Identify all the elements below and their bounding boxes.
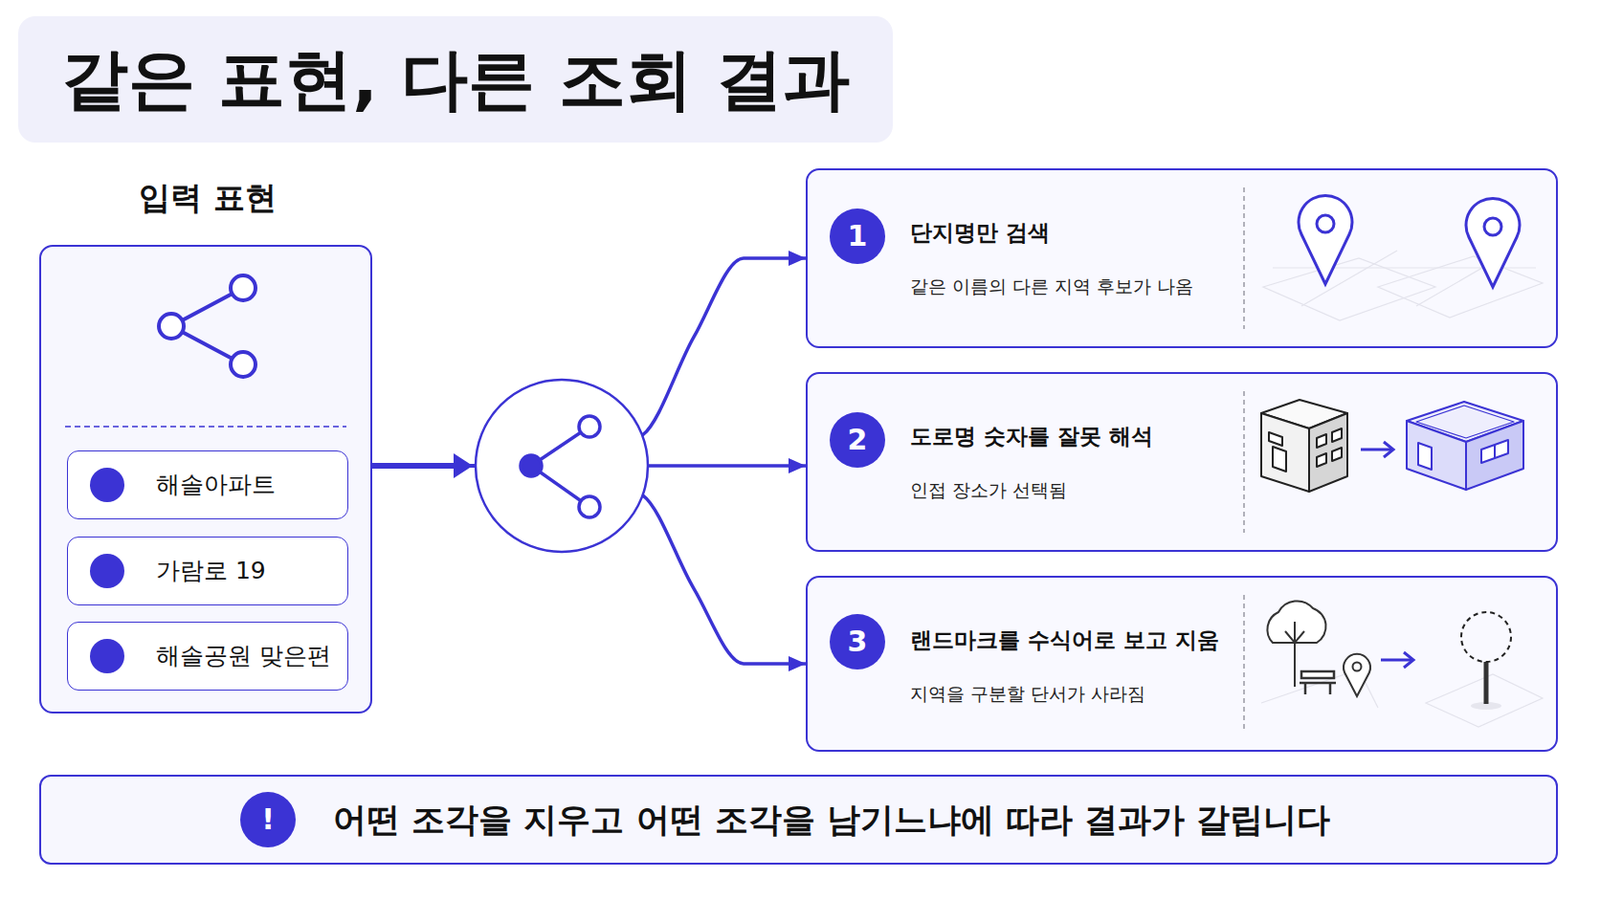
result-body: 같은 이름의 다른 지역 후보가 나옴 xyxy=(910,273,1194,299)
text-slot: 도로명 숫자를 잘못 해석 xyxy=(910,422,1154,454)
number-badge: 3 xyxy=(829,614,886,670)
result-body: 인접 장소가 선택됨 xyxy=(910,477,1067,503)
alert-badge: ! xyxy=(240,792,296,848)
result-heading: 단지명만 검색 xyxy=(910,218,1050,248)
input-pill: 가람로 19 xyxy=(66,536,349,606)
text-slot: 2 xyxy=(829,412,886,473)
bullet-dot xyxy=(89,639,125,674)
flow-connector xyxy=(372,466,806,665)
input-arrow-head xyxy=(453,453,473,479)
text-slot: 해솔공원 맞은편 xyxy=(155,622,332,693)
bullet-dot xyxy=(89,554,125,589)
conclusion-text: 어떤 조각을 지우고 어떤 조각을 남기느냐에 따라 결과가 갈립니다 xyxy=(333,777,1331,864)
text-slot: 입력 표현 xyxy=(41,174,375,228)
pill-text: 가람로 19 xyxy=(155,537,267,605)
result-box: 도로명 숫자를 잘못 해석인접 장소가 선택됨 2 xyxy=(805,372,1558,553)
input-pill: 해솔아파트 xyxy=(66,450,349,520)
text-slot: 단지명만 검색 xyxy=(910,218,1050,250)
text-slot: 어떤 조각을 지우고 어떤 조각을 남기느냐에 따라 결과가 갈립니다 xyxy=(333,777,1331,870)
result-heading: 랜드마크를 수식어로 보고 지움 xyxy=(910,625,1220,656)
callout-number: ! xyxy=(261,792,275,848)
text-slot: 해솔아파트 xyxy=(155,451,276,522)
pill-text: 해솔공원 맞은편 xyxy=(155,622,332,690)
callout-number: 3 xyxy=(847,614,868,670)
result-box: 단지명만 검색같은 이름의 다른 지역 후보가 나옴 1 xyxy=(805,168,1558,349)
text-slot: 랜드마크를 수식어로 보고 지움 xyxy=(910,625,1220,658)
title-text: 같은 표현, 다른 조회 결과 xyxy=(61,16,850,143)
panel-heading: 입력 표현 xyxy=(138,174,277,223)
bullet-dot xyxy=(89,467,125,503)
conclusion-banner: 어떤 조각을 지우고 어떤 조각을 남기느냐에 따라 결과가 갈립니다! xyxy=(39,775,1558,866)
text-slot: 가람로 19 xyxy=(155,537,267,608)
text-slot: 지역을 구분할 단서가 사라짐 xyxy=(910,681,1146,709)
number-badge: 2 xyxy=(829,412,886,468)
callout-number: 2 xyxy=(847,412,868,468)
text-slot: 3 xyxy=(829,614,886,675)
hub-circle xyxy=(475,379,648,553)
input-pill: 해솔공원 맞은편 xyxy=(66,622,349,691)
result-body: 지역을 구분할 단서가 사라짐 xyxy=(910,681,1146,707)
number-badge: 1 xyxy=(829,208,886,265)
pill-text: 해솔아파트 xyxy=(155,451,276,519)
result-box: 랜드마크를 수식어로 보고 지움지역을 구분할 단서가 사라짐 3 xyxy=(805,576,1558,753)
input-arrow-shaft xyxy=(372,463,458,469)
text-slot: 같은 이름의 다른 지역 후보가 나옴 xyxy=(910,273,1194,301)
input-panel: 입력 표현해솔아파트가람로 19해솔공원 맞은편 xyxy=(39,244,373,714)
callout-number: 1 xyxy=(847,208,868,265)
flow-connector xyxy=(372,258,806,467)
result-heading: 도로명 숫자를 잘못 해석 xyxy=(910,422,1154,452)
flow-connector xyxy=(372,464,806,468)
title-box: 같은 표현, 다른 조회 결과 xyxy=(18,16,893,143)
text-slot: 1 xyxy=(829,208,886,269)
text-slot: 인접 장소가 선택됨 xyxy=(910,477,1067,505)
text-slot: ! xyxy=(240,792,296,853)
hub-share-icon xyxy=(520,416,600,518)
